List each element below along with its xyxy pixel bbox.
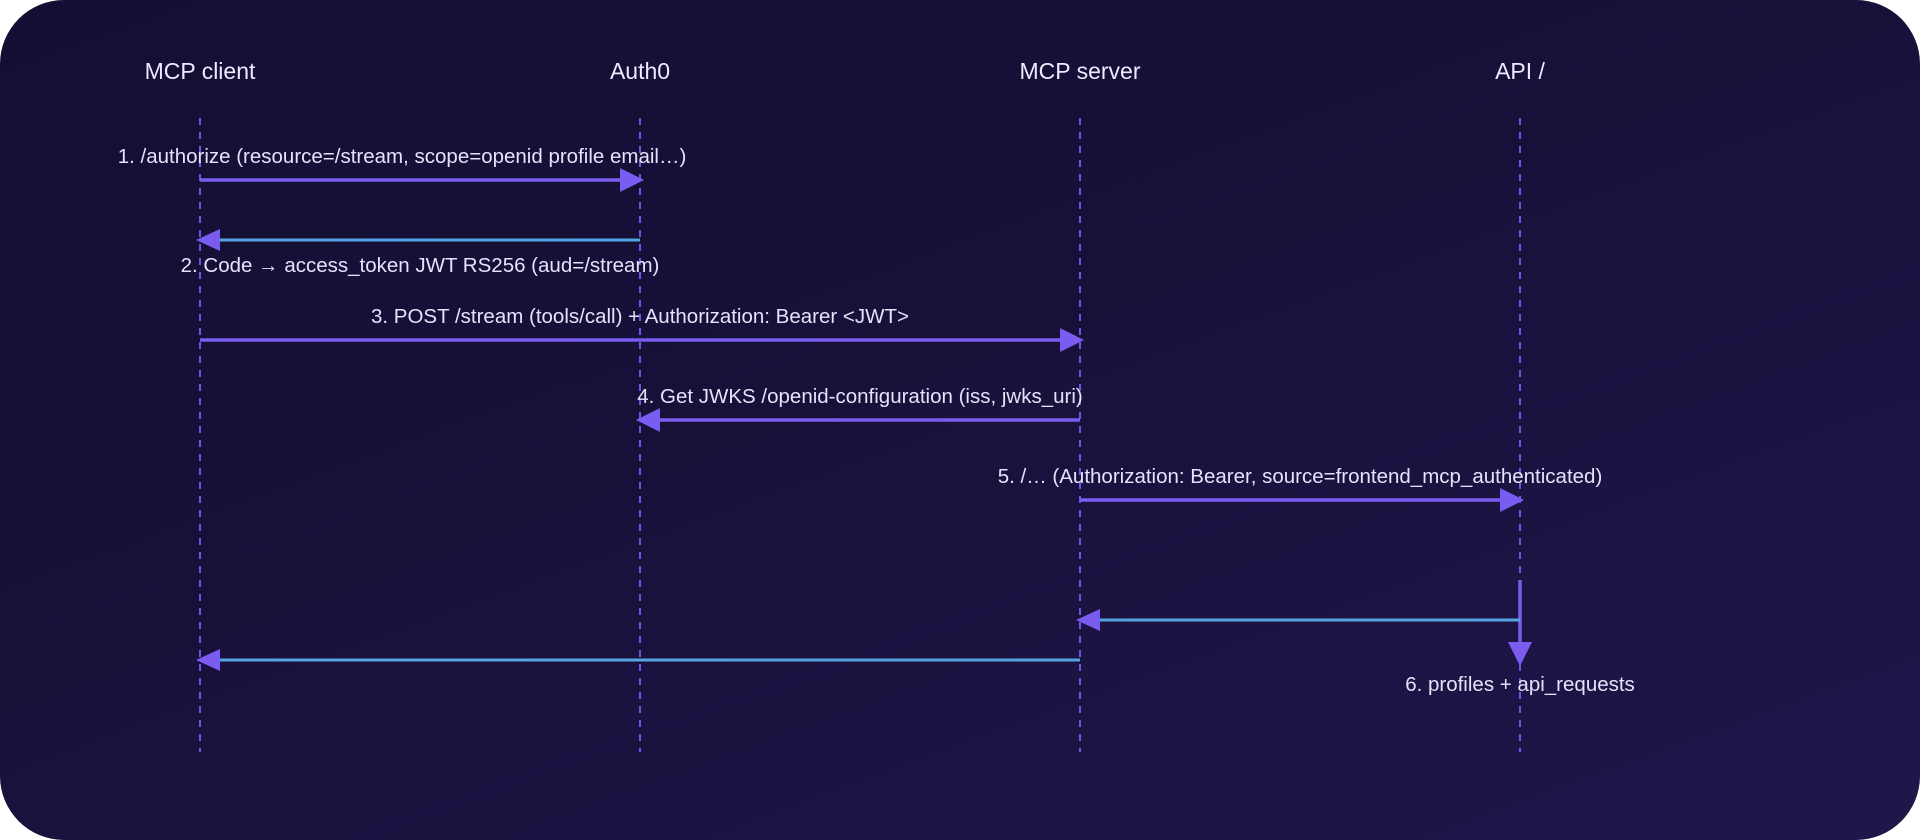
actor-label-auth0: Auth0 (610, 58, 670, 84)
message-label-profiles: 6. profiles + api_requests (1405, 673, 1635, 696)
arrowhead-api-response (1076, 609, 1100, 631)
arrowhead-api-processing (1508, 642, 1532, 666)
actor-label-mcp-client: MCP client (145, 58, 256, 84)
arrowhead-authorize-request (620, 168, 644, 192)
arrowhead-token-response (196, 229, 220, 251)
message-label-jwks: 4. Get JWKS /openid-configuration (iss, … (637, 385, 1082, 408)
arrowhead-api-request (1500, 488, 1524, 512)
actor-label-api: API / (1495, 58, 1545, 84)
message-label-token: 2. Code → access_token JWT RS256 (aud=/s… (181, 254, 660, 277)
actor-label-mcp-server: MCP server (1020, 58, 1141, 84)
message-label-authorize: 1. /authorize (resource=/stream, scope=o… (118, 145, 687, 168)
arrowhead-stream-request (1060, 328, 1084, 352)
message-label-stream-post: 3. POST /stream (tools/call) + Authoriza… (371, 305, 909, 328)
arrowhead-jwks-request (636, 408, 660, 432)
arrowhead-stream-response (196, 649, 220, 671)
message-label-api-call: 5. /… (Authorization: Bearer, source=fro… (998, 465, 1603, 488)
